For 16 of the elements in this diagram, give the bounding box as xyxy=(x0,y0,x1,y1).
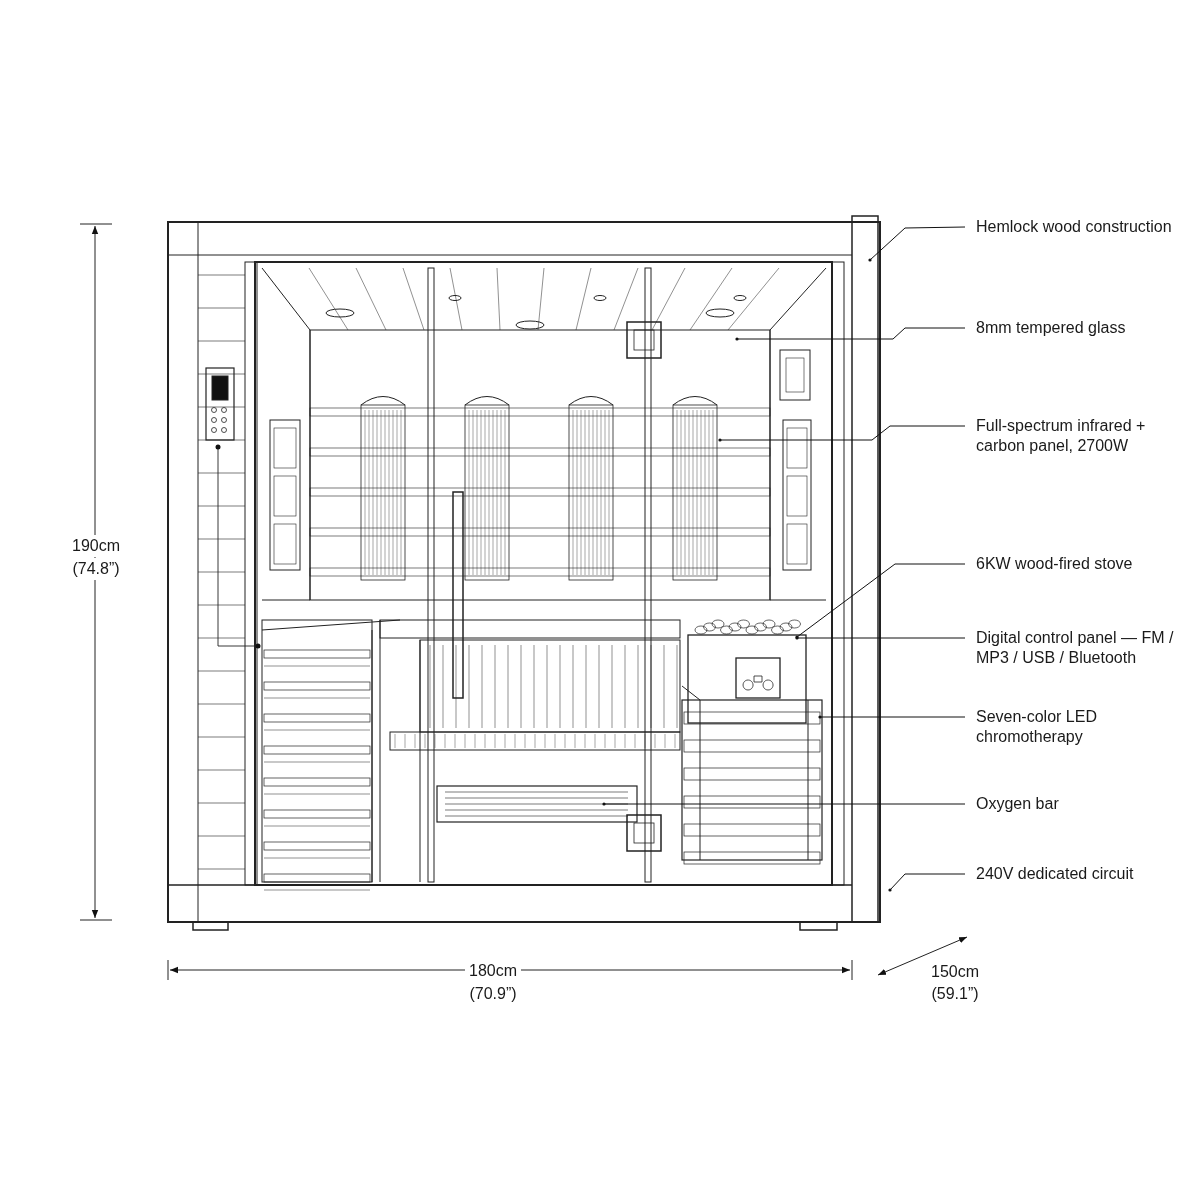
callout-text: 240V dedicated circuit xyxy=(976,864,1176,884)
leader-line xyxy=(818,715,966,719)
callout-text: Digital control panel — FM / MP3 / USB / Bluetooth xyxy=(976,628,1176,668)
callout-text: Seven-color LED chromotherapy xyxy=(976,707,1176,747)
leader-line xyxy=(868,226,966,262)
leader-line xyxy=(795,636,966,640)
leader-line xyxy=(602,802,966,806)
leader-line xyxy=(888,873,966,892)
leader-line xyxy=(795,563,966,639)
callout-text: 6KW wood-fired stove xyxy=(976,554,1176,574)
leader-line xyxy=(718,425,966,442)
callout-text: Hemlock wood construction xyxy=(976,217,1176,237)
leader-line xyxy=(735,327,966,341)
callout-text: Full-spectrum infrared + carbon panel, 2700W xyxy=(976,416,1176,456)
callout-text: Oxygen bar xyxy=(976,794,1176,814)
callout-text: 8mm tempered glass xyxy=(976,318,1176,338)
